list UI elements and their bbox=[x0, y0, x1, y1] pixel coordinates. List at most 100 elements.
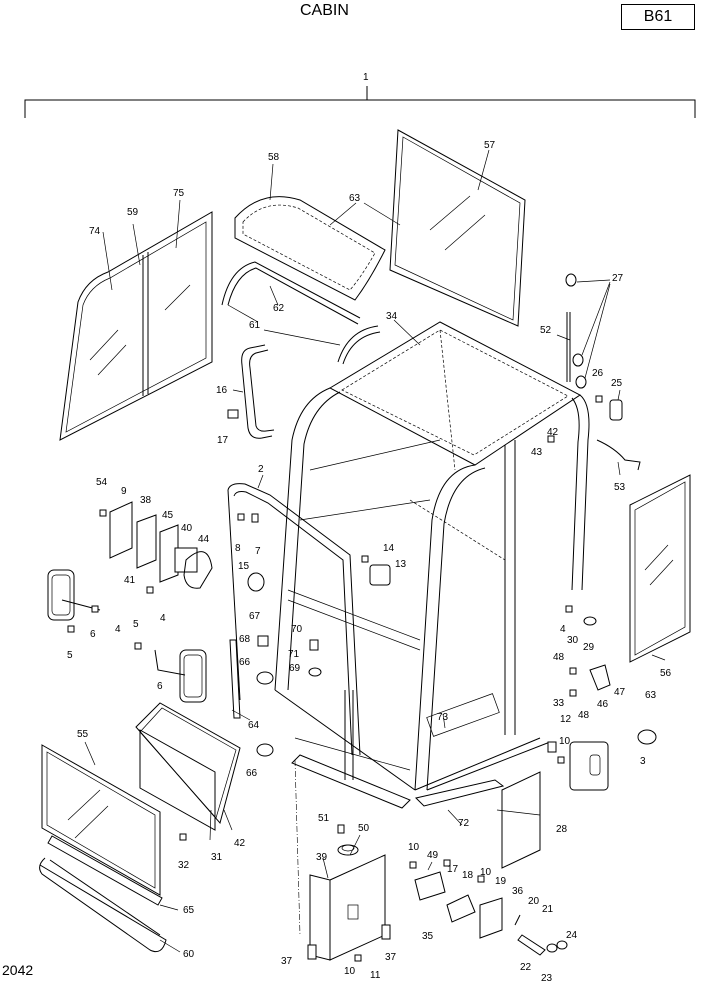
callout: 43 bbox=[531, 447, 543, 458]
callout: 57 bbox=[484, 140, 496, 151]
callout: 66 bbox=[239, 657, 251, 668]
callout: 65 bbox=[183, 905, 195, 916]
callout: 67 bbox=[249, 611, 261, 622]
callout: 56 bbox=[660, 668, 672, 679]
part-6-mirror-right bbox=[154, 649, 207, 703]
part-58-roof-liner bbox=[234, 196, 386, 301]
callout: 4 bbox=[115, 624, 121, 635]
callout: 9 bbox=[121, 486, 127, 497]
callout: 29 bbox=[583, 642, 595, 653]
callout: 5 bbox=[67, 650, 73, 661]
callout: 6 bbox=[90, 629, 96, 640]
callout: 53 bbox=[614, 482, 626, 493]
callout: 22 bbox=[520, 962, 532, 973]
callout: 42 bbox=[234, 838, 246, 849]
callout-labels: 1 2 3 4 4 4 5 5 6 6 7 8 9 10 10 10 10 11… bbox=[67, 72, 672, 984]
part-31-lower-door-panel bbox=[135, 702, 241, 831]
callout: 35 bbox=[422, 931, 434, 942]
section-code-box: B61 bbox=[621, 4, 695, 30]
callout: 28 bbox=[556, 824, 568, 835]
callout: 33 bbox=[553, 698, 565, 709]
part-11-console-box bbox=[294, 759, 386, 961]
callout: 18 bbox=[462, 870, 474, 881]
callout: 37 bbox=[385, 952, 397, 963]
part-9-38-40-mirror-bracket bbox=[109, 501, 213, 589]
callout: 52 bbox=[540, 325, 552, 336]
callout: 23 bbox=[541, 973, 553, 984]
callout: 46 bbox=[597, 699, 609, 710]
bolt-markers bbox=[67, 395, 603, 962]
callout: 51 bbox=[318, 813, 330, 824]
part-64-strip bbox=[229, 635, 322, 757]
part-50-cap bbox=[337, 844, 359, 856]
part-55-door-glass bbox=[41, 744, 161, 896]
callout: 1 bbox=[363, 72, 369, 83]
callout: 60 bbox=[183, 949, 195, 960]
callout: 36 bbox=[512, 886, 524, 897]
callout: 3 bbox=[640, 756, 646, 767]
page-title: CABIN bbox=[300, 2, 349, 19]
callout: 24 bbox=[566, 930, 578, 941]
part-27-grommets bbox=[565, 273, 641, 471]
callout: 66 bbox=[246, 768, 258, 779]
callout: 31 bbox=[211, 852, 223, 863]
callout: 69 bbox=[289, 663, 301, 674]
callout: 74 bbox=[89, 226, 101, 237]
callout: 73 bbox=[437, 712, 449, 723]
callout: 41 bbox=[124, 575, 136, 586]
callout: 55 bbox=[77, 729, 89, 740]
part-72-sill bbox=[291, 754, 505, 809]
page-number: 2042 bbox=[2, 962, 34, 978]
callout: 64 bbox=[248, 720, 260, 731]
callout: 32 bbox=[178, 860, 190, 871]
callout: 15 bbox=[238, 561, 250, 572]
callout: 39 bbox=[316, 852, 328, 863]
callout: 12 bbox=[560, 714, 572, 725]
callout: 42 bbox=[547, 427, 559, 438]
callout: 72 bbox=[458, 818, 470, 829]
callout: 14 bbox=[383, 543, 395, 554]
part-2-door-frame bbox=[227, 483, 411, 780]
callout: 38 bbox=[140, 495, 152, 506]
part-61-part-62-seals bbox=[221, 261, 381, 365]
leader-lines bbox=[84, 149, 666, 953]
callout: 4 bbox=[560, 624, 566, 635]
callout: 59 bbox=[127, 207, 139, 218]
callout: 61 bbox=[249, 320, 261, 331]
part-56-right-glass bbox=[629, 474, 691, 663]
callout: 4 bbox=[160, 613, 166, 624]
callout: 44 bbox=[198, 534, 210, 545]
part-13-lamp bbox=[247, 564, 391, 592]
callout: 25 bbox=[611, 378, 623, 389]
callout: 75 bbox=[173, 188, 185, 199]
part-12-washer-tank bbox=[569, 616, 657, 791]
part-18-49-latch-parts bbox=[414, 871, 568, 956]
callout: 2 bbox=[258, 464, 264, 475]
part-28-side-panel bbox=[501, 771, 541, 869]
callout: 63 bbox=[349, 193, 361, 204]
callout: 63 bbox=[645, 690, 657, 701]
callout: 10 bbox=[480, 867, 492, 878]
callout: 30 bbox=[567, 635, 579, 646]
part-16-grab-handle bbox=[227, 344, 275, 439]
callout: 58 bbox=[268, 152, 280, 163]
callout: 17 bbox=[447, 864, 459, 875]
callout: 8 bbox=[235, 543, 241, 554]
callout: 48 bbox=[553, 652, 565, 663]
part-65-part-60-seals bbox=[39, 835, 167, 953]
cabin-frame bbox=[274, 321, 590, 791]
callout: 49 bbox=[427, 850, 439, 861]
assembly-bracket bbox=[24, 86, 696, 118]
callout: 10 bbox=[344, 966, 356, 977]
callout: 16 bbox=[216, 385, 228, 396]
callout: 19 bbox=[495, 876, 507, 887]
callout: 54 bbox=[96, 477, 108, 488]
callout: 70 bbox=[291, 624, 303, 635]
callout: 71 bbox=[288, 649, 300, 660]
callout: 13 bbox=[395, 559, 407, 570]
callout: 11 bbox=[370, 970, 381, 981]
callout: 37 bbox=[281, 956, 293, 967]
callout: 10 bbox=[408, 842, 420, 853]
